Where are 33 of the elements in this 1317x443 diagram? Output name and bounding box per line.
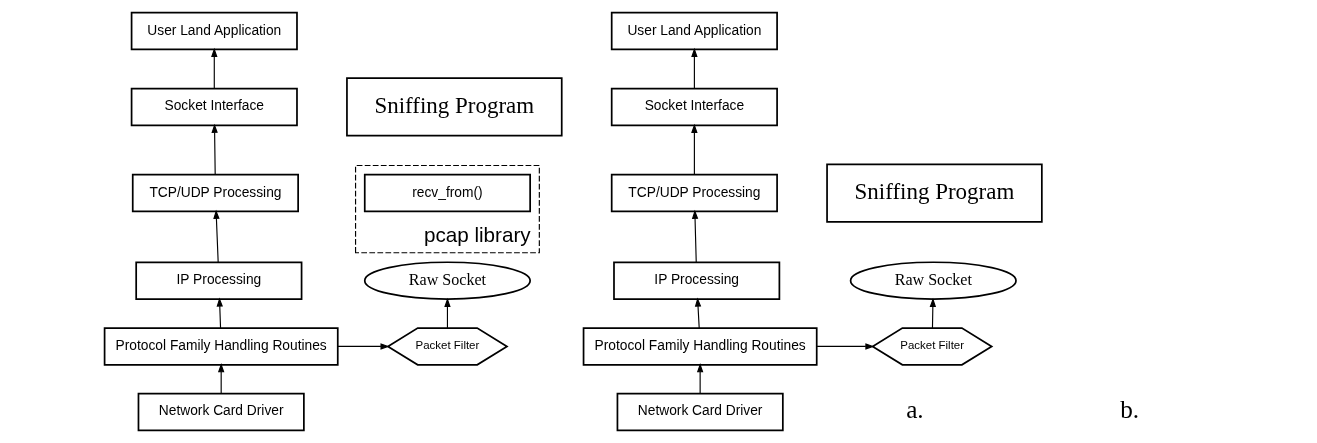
arrow xyxy=(211,47,218,89)
arrow xyxy=(691,123,698,176)
node-box: Network Card Driver xyxy=(137,392,305,432)
arrow xyxy=(691,209,699,263)
arrow xyxy=(216,297,223,329)
node-ellipse: Raw Socket xyxy=(363,261,531,300)
node-box: TCP/UDP Processing xyxy=(610,173,778,213)
node-box: TCP/UDP Processing xyxy=(131,173,299,213)
node-box: User Land Application xyxy=(130,11,298,51)
arrow xyxy=(816,343,875,350)
label: b. xyxy=(1120,395,1140,424)
arrow xyxy=(929,297,937,329)
arrow xyxy=(694,297,702,329)
arrow xyxy=(444,297,451,329)
node-box: Protocol Family Handling Routines xyxy=(103,327,339,366)
node-box: Sniffing Program xyxy=(346,77,563,137)
node-box: IP Processing xyxy=(613,261,781,300)
arrow xyxy=(691,47,698,89)
arrow xyxy=(337,343,390,350)
arrow xyxy=(211,123,218,176)
arrow xyxy=(696,363,704,395)
node-box: Socket Interface xyxy=(130,87,298,127)
node-box: Network Card Driver xyxy=(616,392,784,432)
node-box: recv_from() xyxy=(363,173,531,213)
node-box: User Land Application xyxy=(610,11,778,51)
node-box: Socket Interface xyxy=(610,87,778,127)
node-box: Protocol Family Handling Routines xyxy=(582,327,818,366)
node-ellipse: Raw Socket xyxy=(849,261,1017,300)
arrow xyxy=(213,209,220,263)
node-box: Sniffing Program xyxy=(826,163,1043,223)
label: a. xyxy=(906,395,924,424)
arrow xyxy=(217,363,225,395)
node-box: IP Processing xyxy=(135,261,303,300)
